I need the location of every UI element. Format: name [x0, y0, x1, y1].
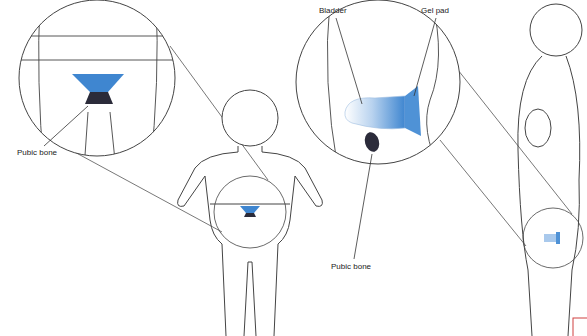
waist-line	[210, 204, 290, 205]
pubic-bone-shape	[85, 92, 113, 104]
part-label: Pubic bone	[330, 262, 372, 272]
pubic-bone-shape	[363, 131, 382, 154]
gel-pad-shape	[405, 86, 421, 136]
bladder-shape	[72, 74, 124, 92]
body-outline	[566, 56, 580, 336]
head	[530, 4, 582, 56]
pubic-bone-shape	[244, 213, 256, 217]
gel-pad-shape	[556, 232, 560, 244]
arm-outline	[525, 109, 551, 147]
leg-outline	[244, 262, 256, 336]
part-label: Pubic bone	[16, 148, 58, 158]
leader-line	[44, 106, 88, 146]
leader-line	[336, 18, 362, 104]
body-outline	[39, 0, 44, 170]
leader-line	[414, 18, 436, 96]
waist-line	[0, 36, 200, 37]
leader-line	[354, 154, 372, 259]
zoom-marker	[523, 208, 583, 268]
bladder-shape	[240, 206, 260, 213]
zoom-marker	[214, 176, 286, 248]
head	[222, 90, 278, 146]
waist-line	[0, 60, 200, 61]
side-zoom	[296, 0, 460, 170]
body-outline	[427, 0, 440, 170]
leg-outline	[84, 112, 88, 170]
child-front	[178, 90, 323, 336]
part-label: Bladder	[318, 6, 348, 16]
frame-corner	[573, 318, 587, 336]
body-outline	[150, 0, 157, 170]
body-outline	[327, 0, 338, 170]
body-outline	[518, 56, 542, 336]
leg-outline	[110, 112, 116, 170]
zoom-circle	[19, 0, 175, 156]
part-label: Gel pad	[420, 6, 450, 16]
child-side	[518, 4, 587, 336]
zoom-line	[458, 70, 572, 214]
zoom-line	[440, 140, 526, 246]
front-zoom	[0, 0, 200, 170]
bladder-shape	[345, 96, 405, 129]
bladder-shape	[544, 234, 556, 242]
